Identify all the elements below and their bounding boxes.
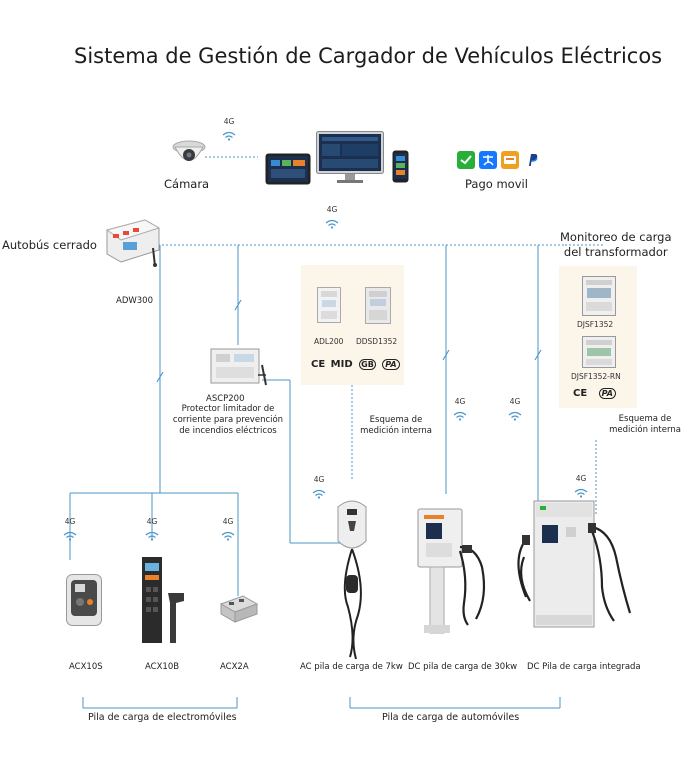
djsf1352-rn-label: DJSF1352-RN [571,372,621,381]
meters-panel: ADL200 DDSD1352 CE MID GB PA [301,265,404,385]
mid-mark: MID [330,359,353,370]
internal-scheme-label-1: Esquema de medición interna [360,415,432,436]
internal-scheme-label-2: Esquema de medición interna [609,414,681,435]
signal-4g-dcint: 4G [506,397,524,425]
wifi-icon [221,531,235,541]
bus-label: Autobús cerrado [2,238,97,252]
dc-30kw-charger-icon [417,508,486,634]
unionpay-icon [501,151,519,169]
cert-marks: CE MID GB PA [311,359,400,370]
ac-7kw-charger-icon [337,500,367,660]
wifi-icon [574,488,588,498]
signal-4g-acx2a: 4G [219,517,237,545]
phone-icon [392,150,409,183]
ce-mark: CE [311,359,326,370]
paypal-icon [523,151,541,169]
wifi-icon [312,489,326,499]
pa-mark: PA [598,388,616,399]
signal-4g-bus: 4G [323,205,341,233]
monitor-icon [316,131,384,183]
transformer-meters-panel: DJSF1352 DJSF1352-RN CE PA [559,266,637,408]
dc-30kw-label: DC pila de carga de 30kw [408,662,518,672]
camera-icon [172,140,206,161]
wifi-icon [222,131,236,141]
adw300-label: ADW300 [116,296,153,306]
transformer-cert-marks: CE PA [573,388,616,399]
payment-label: Pago movil [465,177,528,191]
signal-4g-acx10b: 4G [143,517,161,545]
ascp200-device-icon [210,348,267,386]
ddsd1352-meter-icon [365,287,391,324]
pa-mark: PA [382,359,400,370]
ce-mark: CE [573,388,588,399]
ascp200-description: Protector limitador de corriente para pr… [172,404,284,436]
djsf1352-meter-icon [582,276,616,316]
ac-7kw-label: AC pila de carga de 7kw [300,662,403,672]
payment-icons [457,151,547,169]
adl200-label: ADL200 [314,337,344,346]
acx10b-label: ACX10B [145,662,180,672]
wifi-icon [63,531,77,541]
page-title: Sistema de Gestión de Cargador de Vehícu… [74,44,663,68]
wifi-icon [145,531,159,541]
ascp200-label: ASCP200 [206,394,245,404]
signal-4g-acx10s: 4G [61,517,79,545]
transformer-label: Monitoreo de carga del transformador [560,230,672,259]
dc-integrated-charger-icon [517,500,632,628]
wifi-icon [508,411,522,421]
djsf1352-label: DJSF1352 [577,320,614,329]
signal-4g-ac7: 4G [310,475,328,503]
alipay-icon [479,151,497,169]
signal-4g-dcint2: 4G [572,474,590,502]
tablet-icon [265,153,311,185]
car-group-label: Pila de carga de automóviles [382,712,520,723]
signal-4g-camera: 4G [220,117,238,145]
camera-label: Cámara [164,177,210,191]
wifi-icon [453,411,467,421]
acx10s-label: ACX10S [69,662,103,672]
acx2a-label: ACX2A [220,662,249,672]
acx10s-charger-icon [66,574,102,626]
gb-mark: GB [359,359,376,370]
adw300-meter-icon [105,219,161,267]
dc-integrated-label: DC Pila de carga integrada [527,662,641,672]
wifi-icon [325,219,339,229]
ddsd1352-label: DDSD1352 [356,337,398,346]
ebike-group-label: Pila de carga de electromóviles [88,712,237,723]
adl200-meter-icon [317,287,341,323]
acx2a-charger-icon [219,595,259,623]
djsf1352-rn-meter-icon [582,336,616,368]
wechat-pay-icon [457,151,475,169]
acx10b-charger-icon [142,557,184,643]
signal-4g-dc30: 4G [451,397,469,425]
